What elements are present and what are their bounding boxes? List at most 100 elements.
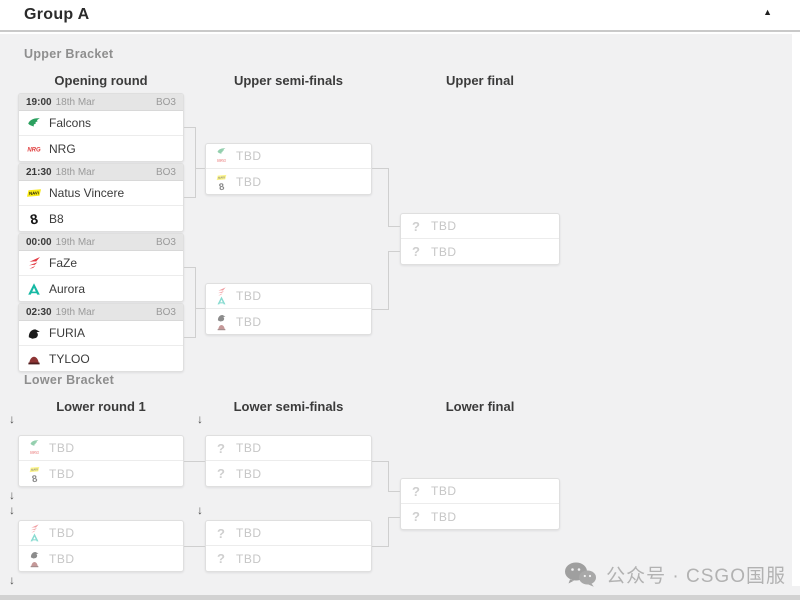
question-icon: ? bbox=[217, 551, 225, 566]
team-row[interactable]: NRG bbox=[19, 136, 183, 161]
tbd-label: TBD bbox=[236, 314, 262, 329]
lower-semi-final-2[interactable]: ? TBD ? TBD bbox=[205, 520, 372, 572]
match-time: 00:00 bbox=[26, 236, 52, 248]
collapse-caret-icon[interactable]: ▲ bbox=[763, 7, 772, 17]
bracket-connector bbox=[184, 546, 205, 547]
tbd-slot[interactable]: ? TBD bbox=[401, 239, 559, 264]
tbd-slot[interactable]: ? TBD bbox=[206, 461, 371, 486]
tbd-label: TBD bbox=[236, 174, 262, 189]
match-header: 00:00 19th Mar BO3 bbox=[19, 234, 183, 251]
lower-round1-match-1[interactable]: TBD TBD bbox=[18, 435, 184, 487]
opening-match-2[interactable]: 21:30 18th Mar BO3 Natus Vincere B8 bbox=[18, 163, 184, 232]
tbd-slot[interactable]: ? TBD bbox=[206, 436, 371, 461]
team-row[interactable]: Natus Vincere bbox=[19, 181, 183, 206]
bracket-connector bbox=[184, 337, 196, 338]
team-name: B8 bbox=[49, 211, 64, 226]
nrg-logo bbox=[216, 155, 227, 166]
tbd-slot[interactable]: TBD bbox=[19, 546, 183, 571]
opening-match-3[interactable]: 00:00 19th Mar BO3 FaZe Aurora bbox=[18, 233, 184, 302]
team-row[interactable]: FaZe bbox=[19, 251, 183, 276]
tbd-slot[interactable]: TBD bbox=[206, 169, 371, 194]
bracket-connector bbox=[389, 226, 400, 227]
column-header-opening-round: Opening round bbox=[54, 73, 148, 88]
tbd-slot[interactable]: TBD bbox=[206, 309, 371, 334]
right-gutter bbox=[792, 34, 800, 586]
team-row[interactable]: Falcons bbox=[19, 111, 183, 136]
tbd-slot[interactable]: ? TBD bbox=[401, 504, 559, 529]
lower-round1-match-2[interactable]: TBD TBD bbox=[18, 520, 184, 572]
candidate-logos bbox=[213, 173, 229, 191]
lower-final[interactable]: ? TBD ? TBD bbox=[400, 478, 560, 530]
match-format: BO3 bbox=[155, 96, 176, 108]
bracket-connector bbox=[195, 127, 196, 198]
dropdown-arrow-icon: ↓ bbox=[9, 412, 15, 426]
column-header-lower-semi-finals: Lower semi-finals bbox=[233, 399, 344, 414]
tbd-slot[interactable]: ? TBD bbox=[401, 479, 559, 504]
tbd-label: TBD bbox=[236, 289, 262, 303]
watermark-text: 公众号 · CSGO国服 bbox=[606, 565, 786, 587]
match-header: 19:00 18th Mar BO3 bbox=[19, 94, 183, 111]
column-header-upper-semi-finals: Upper semi-finals bbox=[233, 73, 344, 88]
tbd-slot[interactable]: ? TBD bbox=[401, 214, 559, 239]
tbd-slot[interactable]: ? TBD bbox=[206, 521, 371, 546]
upper-final[interactable]: ? TBD ? TBD bbox=[400, 213, 560, 265]
upper-semi-final-2[interactable]: TBD TBD bbox=[205, 283, 372, 335]
question-icon: ? bbox=[412, 244, 420, 259]
question-icon: ? bbox=[412, 483, 420, 499]
match-date: 19th Mar bbox=[55, 306, 96, 318]
lower-semi-final-1[interactable]: ? TBD ? TBD bbox=[205, 435, 372, 487]
aurora-logo bbox=[26, 281, 42, 297]
bracket-connector bbox=[195, 267, 196, 338]
opening-match-1[interactable]: 19:00 18th Mar BO3 Falcons NRG bbox=[18, 93, 184, 162]
candidate-logos bbox=[213, 313, 229, 331]
column-header-lower-final: Lower final bbox=[445, 399, 515, 414]
match-header: 02:30 19th Mar BO3 bbox=[19, 304, 183, 321]
team-name: NRG bbox=[49, 141, 76, 156]
upper-semi-final-1[interactable]: TBD TBD bbox=[205, 143, 372, 195]
question-icon: ? bbox=[412, 218, 420, 234]
bracket-connector bbox=[372, 309, 389, 310]
b8-logo bbox=[216, 181, 227, 192]
nrg-logo bbox=[26, 141, 42, 157]
team-row[interactable]: TYLOO bbox=[19, 346, 183, 371]
team-row[interactable]: Aurora bbox=[19, 276, 183, 301]
candidate-logos bbox=[26, 439, 42, 457]
b8-logo bbox=[29, 473, 40, 484]
bracket-connector bbox=[196, 308, 205, 309]
tbd-slot[interactable]: TBD bbox=[19, 436, 183, 461]
tbd-slot[interactable]: TBD bbox=[19, 461, 183, 486]
aurora-logo bbox=[216, 295, 227, 306]
match-time: 19:00 bbox=[26, 96, 52, 108]
nrg-logo bbox=[29, 447, 40, 458]
candidate-logos bbox=[213, 147, 229, 165]
b8-logo bbox=[26, 211, 42, 227]
candidate-logos bbox=[26, 524, 42, 542]
bracket-connector bbox=[389, 517, 400, 518]
tbd-slot[interactable]: TBD bbox=[19, 521, 183, 546]
team-name: FURIA bbox=[49, 326, 85, 340]
team-name: TYLOO bbox=[49, 351, 90, 366]
match-date: 19th Mar bbox=[55, 236, 96, 248]
natus-vincere-logo bbox=[26, 185, 42, 201]
falcons-logo bbox=[26, 115, 42, 131]
bracket-connector bbox=[184, 461, 205, 462]
team-row[interactable]: FURIA bbox=[19, 321, 183, 346]
tbd-label: TBD bbox=[431, 219, 457, 233]
bracket-connector bbox=[196, 168, 205, 169]
bracket-connector bbox=[184, 127, 196, 128]
team-name: Falcons bbox=[49, 116, 92, 130]
dropdown-arrow-icon: ↓ bbox=[197, 412, 203, 426]
tbd-slot[interactable]: TBD bbox=[206, 284, 371, 309]
aurora-logo bbox=[29, 532, 40, 543]
panel-header: Group A ▲ bbox=[0, 0, 800, 32]
question-icon: ? bbox=[217, 440, 225, 456]
opening-match-4[interactable]: 02:30 19th Mar BO3 FURIA TYLOO bbox=[18, 303, 184, 372]
tbd-label: TBD bbox=[236, 526, 262, 540]
match-header: 21:30 18th Mar BO3 bbox=[19, 164, 183, 181]
tbd-slot[interactable]: ? TBD bbox=[206, 546, 371, 571]
dropdown-arrow-icon: ↓ bbox=[9, 573, 15, 587]
match-time: 02:30 bbox=[26, 306, 52, 318]
team-row[interactable]: B8 bbox=[19, 206, 183, 231]
tbd-slot[interactable]: TBD bbox=[206, 144, 371, 169]
